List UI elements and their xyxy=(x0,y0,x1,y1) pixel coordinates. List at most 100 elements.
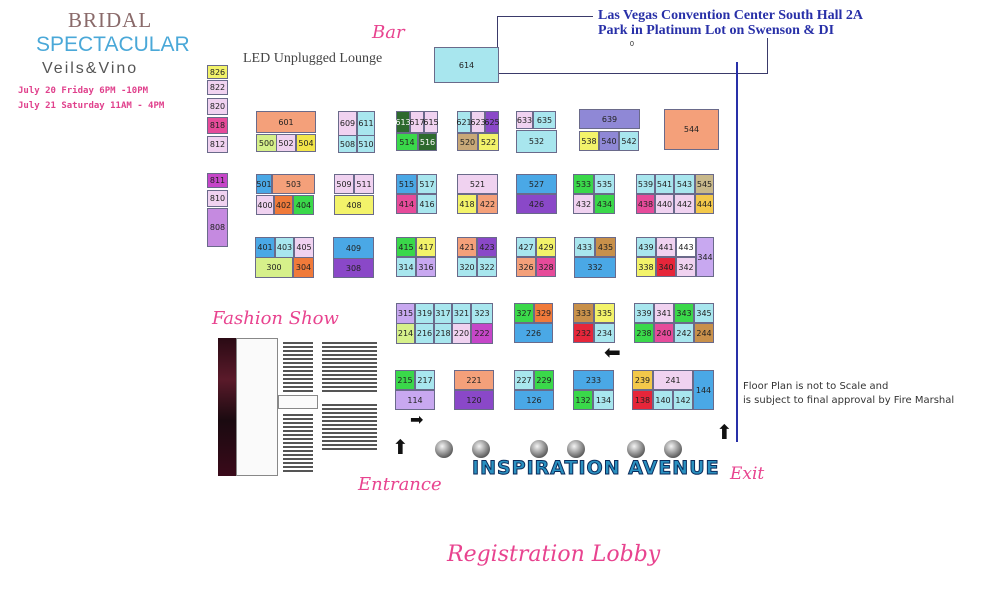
booth-617[interactable]: 617 xyxy=(409,111,425,133)
booth-238[interactable]: 238 xyxy=(634,323,654,343)
booth-342[interactable]: 342 xyxy=(676,257,696,277)
booth-429[interactable]: 429 xyxy=(536,237,556,257)
booth-308[interactable]: 308 xyxy=(333,258,374,278)
booth-314[interactable]: 314 xyxy=(396,257,416,277)
booth-142[interactable]: 142 xyxy=(673,390,693,410)
booth-414[interactable]: 414 xyxy=(396,194,417,214)
booth-443[interactable]: 443 xyxy=(676,237,696,257)
booth-408[interactable]: 408 xyxy=(334,195,374,215)
booth-515[interactable]: 515 xyxy=(396,174,417,194)
booth-343[interactable]: 343 xyxy=(674,303,694,323)
booth-611[interactable]: 611 xyxy=(357,111,375,136)
booth-621[interactable]: 621 xyxy=(456,111,472,133)
booth-421[interactable]: 421 xyxy=(457,237,477,257)
booth-440[interactable]: 440 xyxy=(655,194,674,214)
booth-215[interactable]: 215 xyxy=(395,370,415,390)
booth-432[interactable]: 432 xyxy=(573,194,594,214)
booth-315[interactable]: 315 xyxy=(396,303,415,324)
booth-433[interactable]: 433 xyxy=(574,237,595,257)
booth-138[interactable]: 138 xyxy=(632,390,653,410)
booth-508[interactable]: 508 xyxy=(338,135,357,153)
booth-434[interactable]: 434 xyxy=(594,194,615,214)
booth-332[interactable]: 332 xyxy=(574,257,616,278)
booth-820[interactable]: 820 xyxy=(207,98,228,115)
booth-114[interactable]: 114 xyxy=(395,390,435,410)
booth-822[interactable]: 822 xyxy=(207,80,228,95)
booth-328[interactable]: 328 xyxy=(536,257,556,277)
booth-818[interactable]: 818 xyxy=(207,117,228,134)
booth-218[interactable]: 218 xyxy=(434,323,452,344)
booth-441[interactable]: 441 xyxy=(656,237,676,257)
booth-502[interactable]: 502 xyxy=(276,134,296,152)
booth-522[interactable]: 522 xyxy=(478,133,499,151)
booth-510[interactable]: 510 xyxy=(357,135,375,153)
booth-810[interactable]: 810 xyxy=(207,190,228,207)
booth-811[interactable]: 811 xyxy=(207,173,228,188)
booth-220[interactable]: 220 xyxy=(452,323,471,344)
booth-527[interactable]: 527 xyxy=(516,174,557,194)
booth-402[interactable]: 402 xyxy=(274,195,293,215)
booth-542[interactable]: 542 xyxy=(619,131,639,151)
booth-520[interactable]: 520 xyxy=(457,133,478,151)
booth-120[interactable]: 120 xyxy=(454,390,494,410)
booth-533[interactable]: 533 xyxy=(573,174,594,194)
booth-401[interactable]: 401 xyxy=(255,237,275,258)
booth-521[interactable]: 521 xyxy=(457,174,498,194)
booth-341[interactable]: 341 xyxy=(654,303,674,323)
booth-400[interactable]: 400 xyxy=(256,195,274,215)
booth-226[interactable]: 226 xyxy=(514,323,553,343)
booth-544[interactable]: 544 xyxy=(664,109,719,150)
booth-415[interactable]: 415 xyxy=(396,237,416,257)
booth-614[interactable]: 614 xyxy=(434,47,499,83)
booth-338[interactable]: 338 xyxy=(636,257,656,277)
booth-233[interactable]: 233 xyxy=(573,370,614,390)
booth-625[interactable]: 625 xyxy=(484,111,500,133)
booth-609[interactable]: 609 xyxy=(338,111,357,136)
booth-435[interactable]: 435 xyxy=(595,237,616,257)
booth-422[interactable]: 422 xyxy=(477,194,498,214)
booth-532[interactable]: 532 xyxy=(516,130,557,153)
booth-319[interactable]: 319 xyxy=(415,303,434,324)
booth-240[interactable]: 240 xyxy=(654,323,674,343)
booth-423[interactable]: 423 xyxy=(477,237,497,257)
booth-504[interactable]: 504 xyxy=(296,134,316,152)
booth-540[interactable]: 540 xyxy=(599,131,619,151)
booth-340[interactable]: 340 xyxy=(656,257,676,277)
booth-808[interactable]: 808 xyxy=(207,208,228,247)
booth-316[interactable]: 316 xyxy=(416,257,436,277)
booth-418[interactable]: 418 xyxy=(457,194,477,214)
booth-633[interactable]: 633 xyxy=(516,111,533,129)
booth-826[interactable]: 826 xyxy=(207,65,228,79)
booth-229[interactable]: 229 xyxy=(534,370,554,390)
booth-300[interactable]: 300 xyxy=(255,257,293,278)
booth-439[interactable]: 439 xyxy=(636,237,656,257)
booth-244[interactable]: 244 xyxy=(694,323,714,343)
booth-335[interactable]: 335 xyxy=(594,303,615,323)
booth-516[interactable]: 516 xyxy=(418,133,437,151)
booth-601[interactable]: 601 xyxy=(256,111,316,133)
booth-327[interactable]: 327 xyxy=(514,303,534,323)
booth-405[interactable]: 405 xyxy=(294,237,314,258)
booth-345[interactable]: 345 xyxy=(694,303,714,323)
booth-234[interactable]: 234 xyxy=(594,323,615,343)
booth-517[interactable]: 517 xyxy=(417,174,437,194)
booth-217[interactable]: 217 xyxy=(415,370,435,390)
booth-221[interactable]: 221 xyxy=(454,370,494,390)
booth-438[interactable]: 438 xyxy=(636,194,655,214)
booth-543[interactable]: 543 xyxy=(674,174,695,194)
booth-501[interactable]: 501 xyxy=(256,174,272,194)
booth-541[interactable]: 541 xyxy=(655,174,674,194)
booth-442[interactable]: 442 xyxy=(674,194,695,214)
booth-444[interactable]: 444 xyxy=(695,194,714,214)
booth-333[interactable]: 333 xyxy=(573,303,594,323)
booth-539[interactable]: 539 xyxy=(636,174,655,194)
booth-321[interactable]: 321 xyxy=(452,303,471,324)
booth-409[interactable]: 409 xyxy=(333,237,374,259)
booth-623[interactable]: 623 xyxy=(470,111,486,133)
booth-329[interactable]: 329 xyxy=(534,303,553,323)
booth-326[interactable]: 326 xyxy=(516,257,536,277)
booth-514[interactable]: 514 xyxy=(396,133,418,151)
booth-134[interactable]: 134 xyxy=(593,390,614,410)
booth-140[interactable]: 140 xyxy=(653,390,673,410)
booth-216[interactable]: 216 xyxy=(415,323,434,344)
